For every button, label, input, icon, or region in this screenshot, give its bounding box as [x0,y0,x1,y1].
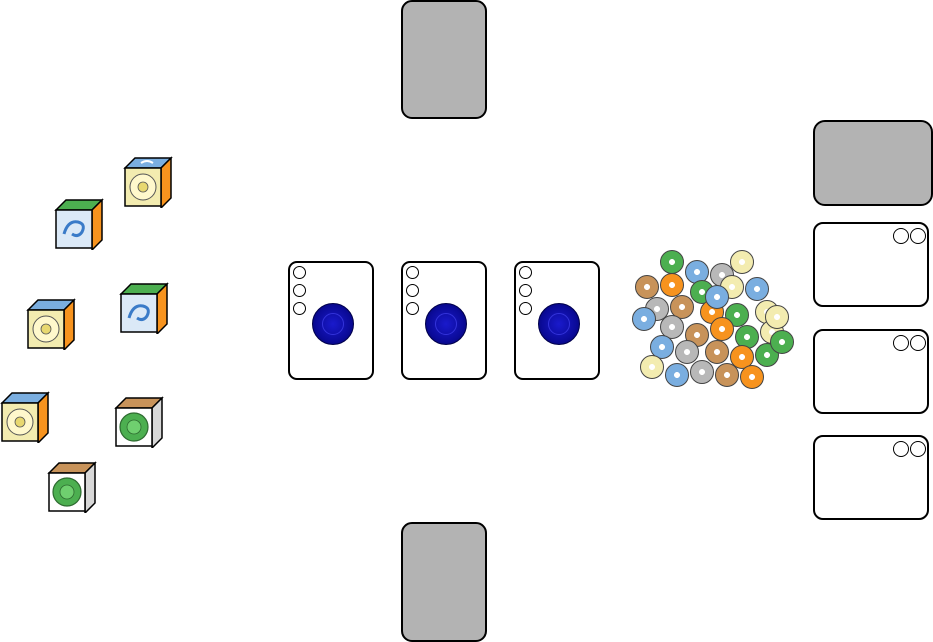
slot-icon [293,302,306,315]
slot-icon [406,266,419,279]
slot-icon [406,302,419,315]
die[interactable] [114,396,164,448]
player-card-back[interactable] [401,522,487,642]
sun-token[interactable] [730,250,754,274]
slot-icon [519,266,532,279]
blue-gem-icon [425,303,467,345]
draw-pile-card-back[interactable] [813,120,933,206]
stone-token[interactable] [690,360,714,384]
wind-token[interactable] [745,277,769,301]
earth-token[interactable] [715,363,739,387]
wind-token[interactable] [665,363,689,387]
side-card[interactable] [813,329,929,414]
side-card[interactable] [813,435,929,520]
die[interactable] [123,156,173,208]
slot-icon [519,302,532,315]
earth-token[interactable] [705,340,729,364]
blue-gem-icon [312,303,354,345]
fire-token[interactable] [740,365,764,389]
leaf-token[interactable] [770,330,794,354]
stone-token[interactable] [675,340,699,364]
die[interactable] [0,391,50,443]
marker-icon [910,228,926,244]
wind-token[interactable] [632,307,656,331]
token-pool[interactable] [630,245,794,390]
leaf-token[interactable] [660,250,684,274]
marker-icon [893,441,909,457]
leaf-token[interactable] [735,325,759,349]
slot-icon [406,284,419,297]
fire-token[interactable] [660,273,684,297]
center-card[interactable] [288,261,374,380]
center-card[interactable] [514,261,600,380]
marker-icon [910,441,926,457]
die[interactable] [47,461,97,513]
marker-icon [893,228,909,244]
center-card[interactable] [401,261,487,380]
blue-gem-icon [538,303,580,345]
sun-token[interactable] [640,355,664,379]
sun-token[interactable] [765,305,789,329]
marker-icon [910,335,926,351]
fire-token[interactable] [710,317,734,341]
wind-token[interactable] [650,335,674,359]
side-card[interactable] [813,222,929,307]
wind-token[interactable] [705,285,729,309]
slot-icon [293,266,306,279]
die[interactable] [54,198,104,250]
marker-icon [893,335,909,351]
slot-icon [293,284,306,297]
earth-token[interactable] [635,275,659,299]
slot-icon [519,284,532,297]
die[interactable] [119,282,169,334]
die[interactable] [26,298,76,350]
opponent-card-back[interactable] [401,0,487,119]
